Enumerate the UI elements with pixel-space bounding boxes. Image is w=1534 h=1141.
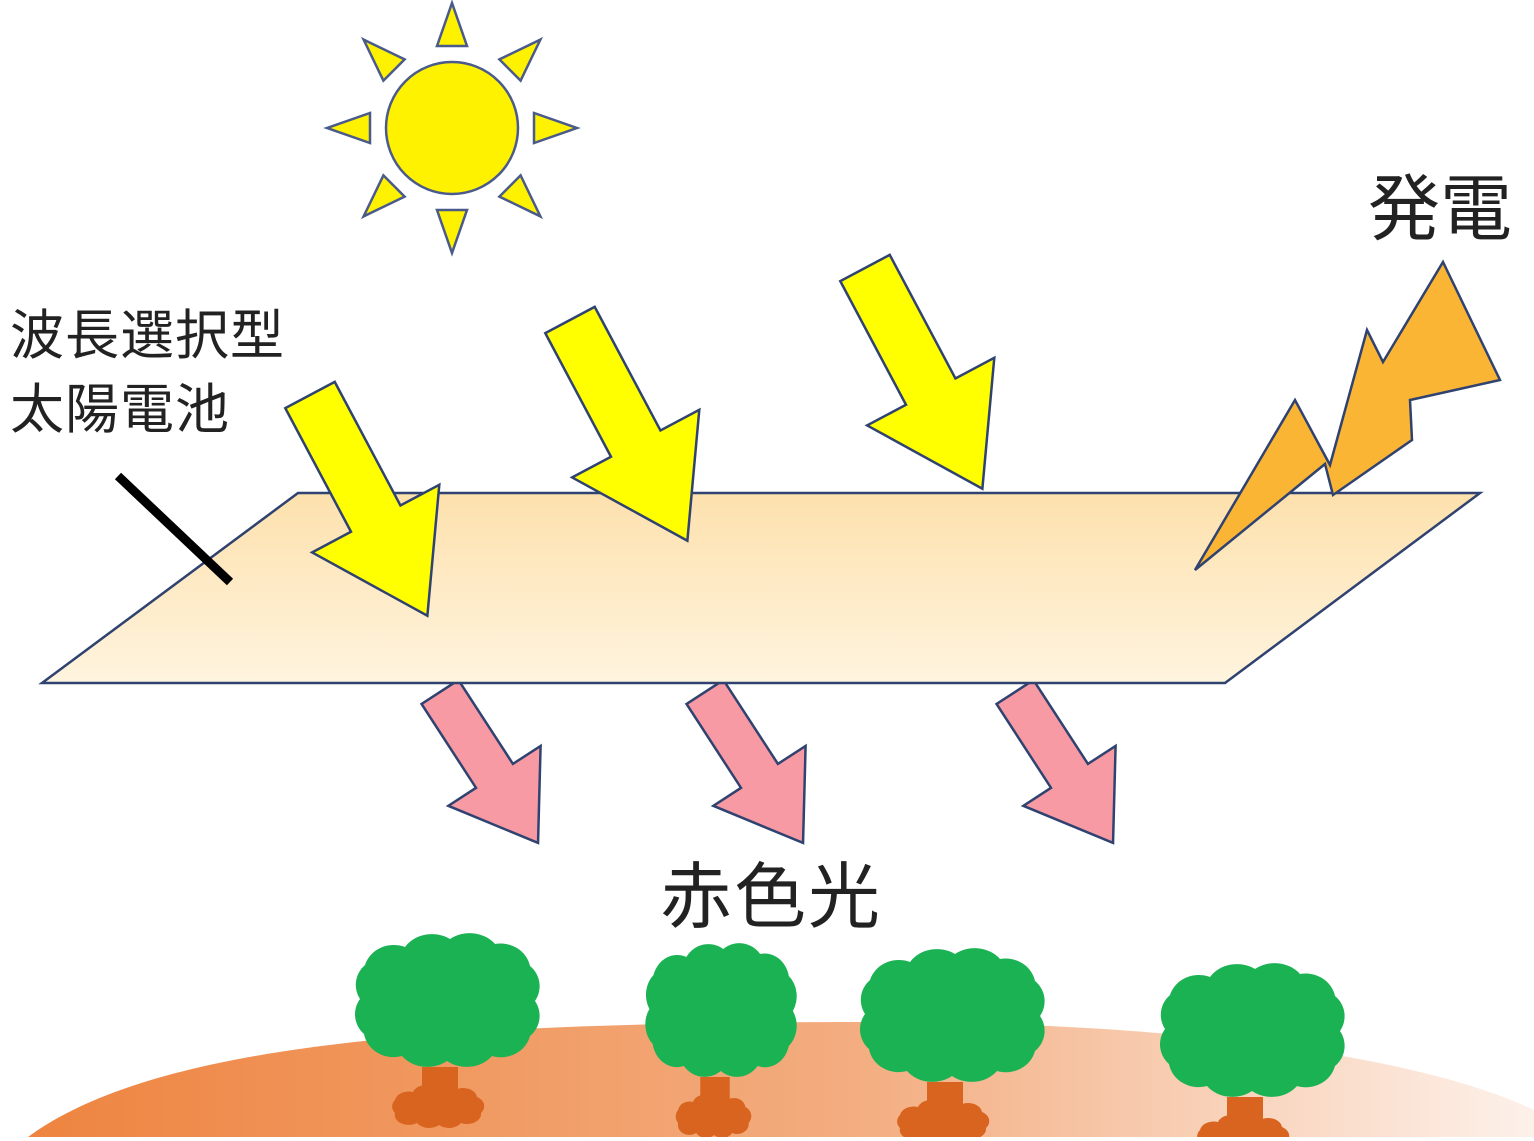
red-light-arrow: [967, 660, 1161, 875]
power-generation-label: 発電: [1368, 167, 1513, 251]
red-light-label: 赤色光: [660, 855, 883, 939]
red-light-arrow: [392, 660, 586, 875]
red-light-arrow: [657, 660, 851, 875]
solar-panel: [38, 491, 1484, 685]
lightning-icon: [1193, 259, 1502, 571]
solar-cell-label-line2: 太陽電池: [10, 378, 230, 441]
sun-icon: [323, 0, 581, 257]
solar-cell-label-line1: 波長選択型: [10, 304, 285, 367]
sunlight-arrow: [800, 232, 1048, 524]
solar-cell-label: 波長選択型 太陽電池: [10, 306, 285, 454]
label-pointer-line: [114, 472, 234, 586]
